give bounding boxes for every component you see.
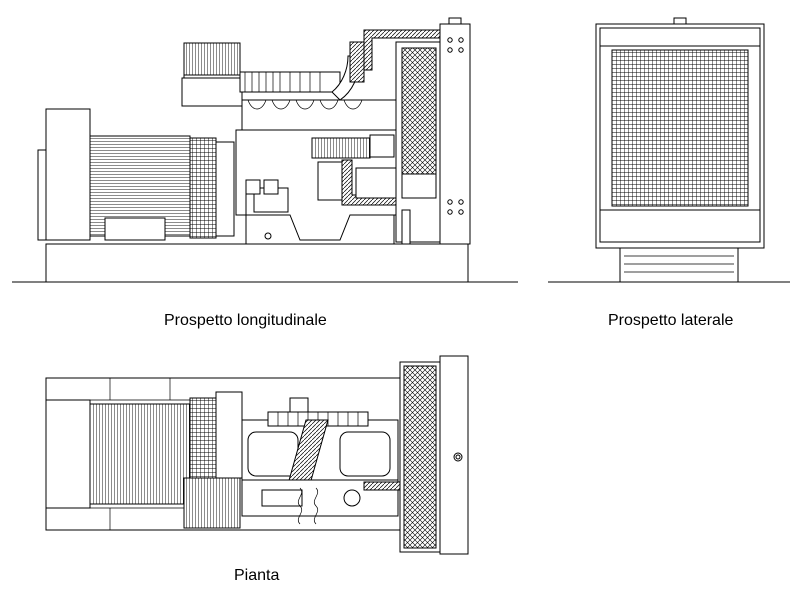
radiator-cap-lateral [673,17,687,25]
alternator [37,108,235,241]
caption-lateral: Prospetto laterale [608,312,734,329]
radiator [395,17,471,245]
caption-longitudinal: Prospetto longitudinale [164,312,327,329]
longitudinal-elevation [12,17,518,283]
radiator-core [401,47,437,175]
intercooler [311,137,371,159]
plan-view [45,355,469,555]
radiator-grille [611,49,749,207]
drain-plug [264,232,272,240]
injector-pipes [297,487,319,525]
radiator-cap [448,17,462,25]
alternator-terminal-box [183,477,241,529]
engine [181,42,403,244]
alternator-fan-grille [189,137,217,239]
base-frame [45,243,469,283]
caption-plan: Pianta [234,567,280,584]
radiator-cap-plan [453,452,463,462]
radiator-plan [399,355,469,555]
alternator-plan [89,403,191,505]
coolant-hose [349,41,365,83]
engine-plan [241,397,445,525]
lateral-elevation [548,17,790,283]
radiator-core-plan [403,365,437,549]
alternator-end-bell [37,149,47,241]
